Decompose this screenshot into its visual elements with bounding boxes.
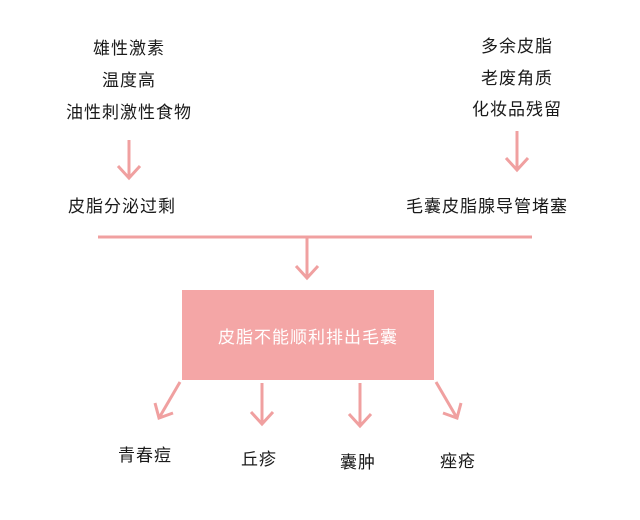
outcome-arrow-4 (434, 381, 463, 420)
left-cause-2: 温度高 (102, 71, 156, 91)
left-result: 皮脂分泌过剩 (68, 197, 176, 217)
outcome-arrow-3 (347, 383, 373, 429)
right-down-arrow (504, 131, 530, 173)
center-down-arrow (294, 237, 320, 281)
center-box-label: 皮脂不能顺利排出毛囊 (218, 327, 398, 348)
outcome-2: 丘疹 (241, 450, 277, 470)
outcome-3: 囊肿 (340, 453, 376, 473)
right-cause-2: 老废角质 (481, 69, 553, 89)
center-box: 皮脂不能顺利排出毛囊 (182, 290, 434, 380)
left-down-arrow (116, 140, 142, 181)
outcome-arrow-2 (249, 383, 275, 427)
left-cause-3: 油性刺激性食物 (66, 103, 192, 123)
left-cause-1: 雄性激素 (93, 39, 165, 59)
outcome-arrow-1 (153, 381, 182, 420)
right-cause-3: 化妆品残留 (472, 100, 562, 120)
right-cause-1: 多余皮脂 (481, 37, 553, 57)
outcome-4: 痤疮 (440, 452, 476, 472)
right-result: 毛囊皮脂腺导管堵塞 (406, 197, 568, 217)
outcome-1: 青春痘 (118, 446, 172, 466)
